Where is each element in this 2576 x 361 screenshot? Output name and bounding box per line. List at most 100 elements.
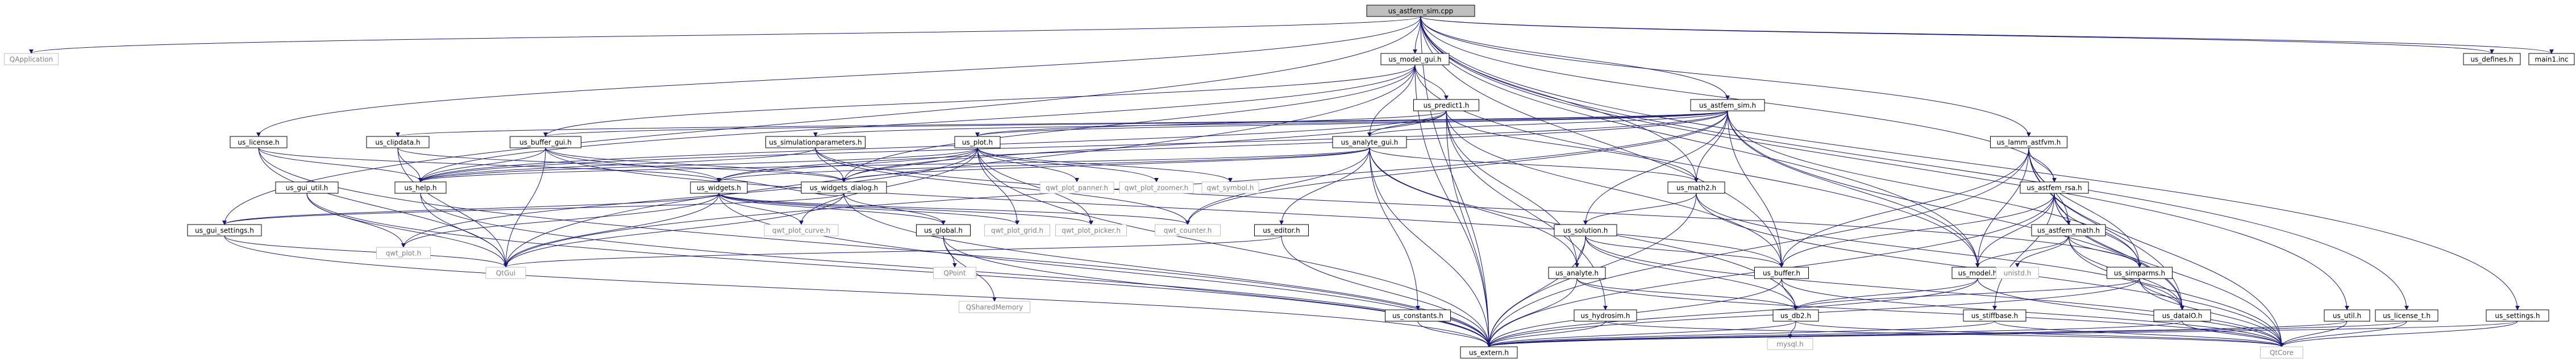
node-us-clipdata[interactable]: us_clipdata.h [366, 136, 430, 148]
node-box [2031, 224, 2106, 236]
node-us-astfem-rsa[interactable]: us_astfem_rsa.h [2020, 181, 2089, 194]
node-label: qwt_symbol.h [1207, 184, 1254, 192]
node-box [2260, 346, 2303, 359]
node-us-buffer-gui[interactable]: us_buffer_gui.h [510, 136, 581, 148]
node-label: us_predict1.h [1424, 102, 1470, 110]
edge-us_widgets_dialog-to-us_global [843, 193, 946, 225]
node-label: us_constants.h [1392, 312, 1443, 320]
edge-us_model_gui-to-us_predict1 [1414, 64, 1449, 100]
node-label: us_astfem_sim.cpp [1388, 7, 1453, 15]
edge-us_predict1-to-us_buffer [1446, 110, 1784, 268]
node-box [275, 181, 339, 194]
node-us-constants[interactable]: us_constants.h [1385, 309, 1451, 322]
node-us-analyte-gui[interactable]: us_analyte_gui.h [1332, 136, 1407, 148]
edge-us_astfem_rsa_sim-to-qwt_counter [1185, 110, 1728, 225]
edge-us_widgets-to-us_extern [718, 193, 1491, 347]
node-unistd: unistd.h [1996, 267, 2039, 279]
node-us-lamm-astfvm[interactable]: us_lamm_astfvm.h [1990, 136, 2067, 148]
node-label: us_solution.h [1563, 227, 1608, 235]
node-label: us_global.h [924, 227, 963, 235]
node-us-solution[interactable]: us_solution.h [1554, 224, 1617, 236]
node-label: QtGui [496, 269, 515, 277]
node-us-gui-settings[interactable]: us_gui_settings.h [187, 224, 262, 236]
edge-us_solution-to-us_buffer [1585, 235, 1784, 268]
node-label: qwt_plot_zoomer.h [1125, 184, 1188, 192]
node-box [984, 224, 1050, 236]
node-box [187, 224, 262, 236]
node-us-stiffbase[interactable]: us_stiffbase.h [1963, 309, 2026, 322]
edge-us_clipdata-to-qtgui [397, 147, 508, 268]
node-box [2375, 309, 2438, 322]
edge-us_lamm_astfvm-to-us_astfem_rsa [2028, 147, 2057, 182]
edge-us_dataio-to-qtcore [2182, 321, 2284, 347]
node-label: qwt_plot.h [386, 250, 422, 258]
edge-us_license-to-us_widgets [258, 147, 721, 182]
node-us-help[interactable]: us_help.h [394, 181, 447, 194]
node-us-extern[interactable]: us_extern.h [1460, 346, 1518, 359]
node-us-buffer[interactable]: us_buffer.h [1754, 267, 1809, 279]
edge-root-to-us_license [256, 16, 1421, 137]
edge-us_plot-to-us_extern [977, 147, 1491, 347]
node-us-model-gui[interactable]: us_model_gui.h [1380, 53, 1450, 65]
node-box [2324, 309, 2370, 322]
node-us-astfem-rsa-sim[interactable]: us_astfem_sim.h [1690, 99, 1765, 111]
node-us-analyte[interactable]: us_analyte.h [1548, 267, 1606, 279]
node-us-simparams[interactable]: us_simulationparameters.h [765, 136, 865, 148]
node-label: us_extern.h [1469, 349, 1509, 357]
node-us-widgets-dialog[interactable]: us_widgets_dialog.h [801, 181, 887, 194]
node-us-plot[interactable]: us_plot.h [954, 136, 1001, 148]
node-us-model[interactable]: us_model.h [1951, 267, 2004, 279]
node-label: us_settings.h [2495, 312, 2540, 320]
edge-us_plot-to-qwt_plot_curve [799, 147, 978, 225]
node-label: us_editor.h [1263, 227, 1300, 235]
node-us-license-t[interactable]: us_license_t.h [2375, 309, 2438, 322]
node-box [366, 136, 430, 148]
node-label: QSharedMemory [966, 304, 1023, 312]
edge-us_analyte_gui-to-us_help [418, 147, 1370, 182]
node-label: us_gui_settings.h [195, 227, 254, 235]
node-us-defines[interactable]: us_defines.h [2463, 53, 2521, 65]
edge-us_astfem_rsa_sim-to-us_buffer_gui [543, 110, 1728, 137]
node-label: us_math2.h [1676, 184, 1716, 192]
edge-us_clipdata-to-us_help [397, 147, 423, 182]
edge-root-to-qapplication [29, 16, 1421, 54]
node-us-simparms[interactable]: us_simparms.h [2107, 267, 2173, 279]
edge-us_astfem_math-to-unistd [2015, 235, 2069, 268]
node-us-math2[interactable]: us_math2.h [1667, 181, 1725, 194]
node-us-dataio[interactable]: us_dataIO.h [2153, 309, 2211, 322]
node-label: qwt_counter.h [1164, 227, 1212, 235]
node-box [230, 136, 288, 148]
node-us-widgets[interactable]: us_widgets.h [690, 181, 748, 194]
edge-root-to-us_lamm_astfvm [1420, 16, 2031, 137]
node-box [1996, 267, 2039, 279]
node-us-hydrosim[interactable]: us_hydrosim.h [1574, 309, 1637, 322]
node-us-util[interactable]: us_util.h [2324, 309, 2370, 322]
node-label: QtCore [2270, 349, 2294, 357]
edge-us_astfem_rsa_sim-to-us_solution [1583, 110, 1728, 225]
edge-us_util-to-qtcore [2279, 321, 2348, 347]
edge-us_stiffbase-to-qtcore [1994, 321, 2284, 347]
node-us-license[interactable]: us_license.h [230, 136, 288, 148]
edge-us_predict1-to-us_math2 [1446, 110, 1699, 182]
edge-us_analyte_gui-to-us_widgets [717, 147, 1370, 182]
node-us-predict1[interactable]: us_predict1.h [1413, 99, 1479, 111]
node-label: us_lamm_astfvm.h [1997, 139, 2061, 147]
node-label: us_clipdata.h [375, 139, 420, 147]
node-label: us_db2.h [1780, 312, 1811, 320]
node-us-db2[interactable]: us_db2.h [1772, 309, 1819, 322]
node-us-astfem-math[interactable]: us_astfem_math.h [2031, 224, 2106, 236]
node-main1[interactable]: main1.inc [2528, 53, 2575, 65]
edge-us_model_gui-to-us_extern [1414, 64, 1491, 347]
node-us-editor[interactable]: us_editor.h [1254, 224, 1309, 236]
node-label: us_simparms.h [2114, 269, 2165, 277]
edge-us_model_gui-to-us_buffer_gui [543, 64, 1416, 137]
node-box [1554, 224, 1617, 236]
node-box [1754, 267, 1809, 279]
node-us-global[interactable]: us_global.h [916, 224, 971, 236]
node-us-gui-util[interactable]: us_gui_util.h [275, 181, 339, 194]
node-qwt-plot: qwt_plot.h [376, 247, 431, 259]
node-box [4, 53, 59, 65]
node-box [1366, 5, 1475, 17]
node-us-settings[interactable]: us_settings.h [2486, 309, 2549, 322]
edge-us_astfem_rsa_sim-to-us_simparams [813, 110, 1728, 137]
